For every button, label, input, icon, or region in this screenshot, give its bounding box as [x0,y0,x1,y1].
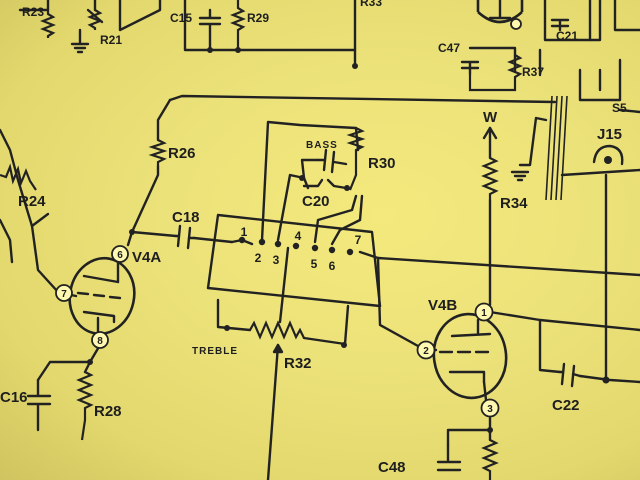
resistor-r-bottom [481,439,499,480]
switch-contact-2: 2 [255,251,262,265]
tone-switch [238,236,354,256]
v4b-pin-3: 3 [487,404,493,415]
v4b-pin-2: 2 [423,346,429,357]
capacitor-c18 [174,224,196,250]
label-r26: R26 [168,145,196,162]
v4a-pin-7: 7 [61,289,67,300]
label-r32: R32 [284,355,312,372]
label-c21: C21 [556,29,578,43]
main-wiring [0,94,640,480]
v4a-pin-8: 8 [97,336,103,347]
tube-v4a [55,245,136,349]
resistor-r23 [40,10,56,38]
label-c16: C16 [0,389,28,406]
label-r28: R28 [94,403,122,420]
supply-arrow [482,126,498,140]
label-j15: J15 [597,126,622,143]
label-r30: R30 [368,155,396,172]
switch-contact-1: 1 [241,225,248,239]
label-v4b: V4B [428,297,457,314]
label-c15: C15 [170,11,192,25]
tube-pin-numbers: 6 7 8 1 2 3 [61,250,493,415]
labels: R23 R21 C15 R29 R33 C21 C47 R37 S5 W J15… [0,0,627,476]
resistor-r34 [481,157,499,200]
resistor-r28 [76,371,94,441]
top-circuit [18,0,640,102]
label-r21: R21 [100,33,122,47]
label-c18: C18 [172,209,200,226]
label-bass: BASS [306,140,338,151]
resistor-r26 [148,139,168,166]
tube-v4b [416,302,508,418]
v4a-pin-6: 6 [117,250,123,261]
switch-contact-7: 7 [355,233,362,247]
transformer [510,95,640,201]
label-r37: R37 [522,65,544,79]
label-r24: R24 [18,193,46,210]
label-r23: R23 [22,5,44,19]
resistor-r24 [0,163,37,191]
label-v4a: V4A [132,249,161,266]
resistor-r32 [249,320,305,340]
jack-j15 [592,144,624,166]
label-treble: TREBLE [192,346,238,357]
label-r34: R34 [500,195,528,212]
label-s5: S5 [612,101,627,115]
capacitor-c20 [302,148,348,190]
switch-contact-numbers: 1 2 3 4 5 6 7 [241,225,362,273]
label-r29: R29 [247,11,269,25]
label-c48: C48 [378,459,406,476]
label-c47: C47 [438,41,460,55]
switch-contact-5: 5 [311,257,318,271]
switch-contact-4: 4 [295,229,302,243]
capacitor-c22 [558,362,582,388]
switch-contact-3: 3 [273,253,280,267]
label-c22: C22 [552,397,580,414]
resistor-r29 [230,0,246,50]
capacitor-c16 [26,378,52,432]
label-w: W [483,109,498,126]
v4b-pin-1: 1 [481,308,487,319]
label-c20: C20 [302,193,330,210]
resistor-r30 [346,127,366,191]
resistor-r37 [468,54,523,92]
switch-contact-6: 6 [329,259,336,273]
label-r33: R33 [360,0,382,9]
